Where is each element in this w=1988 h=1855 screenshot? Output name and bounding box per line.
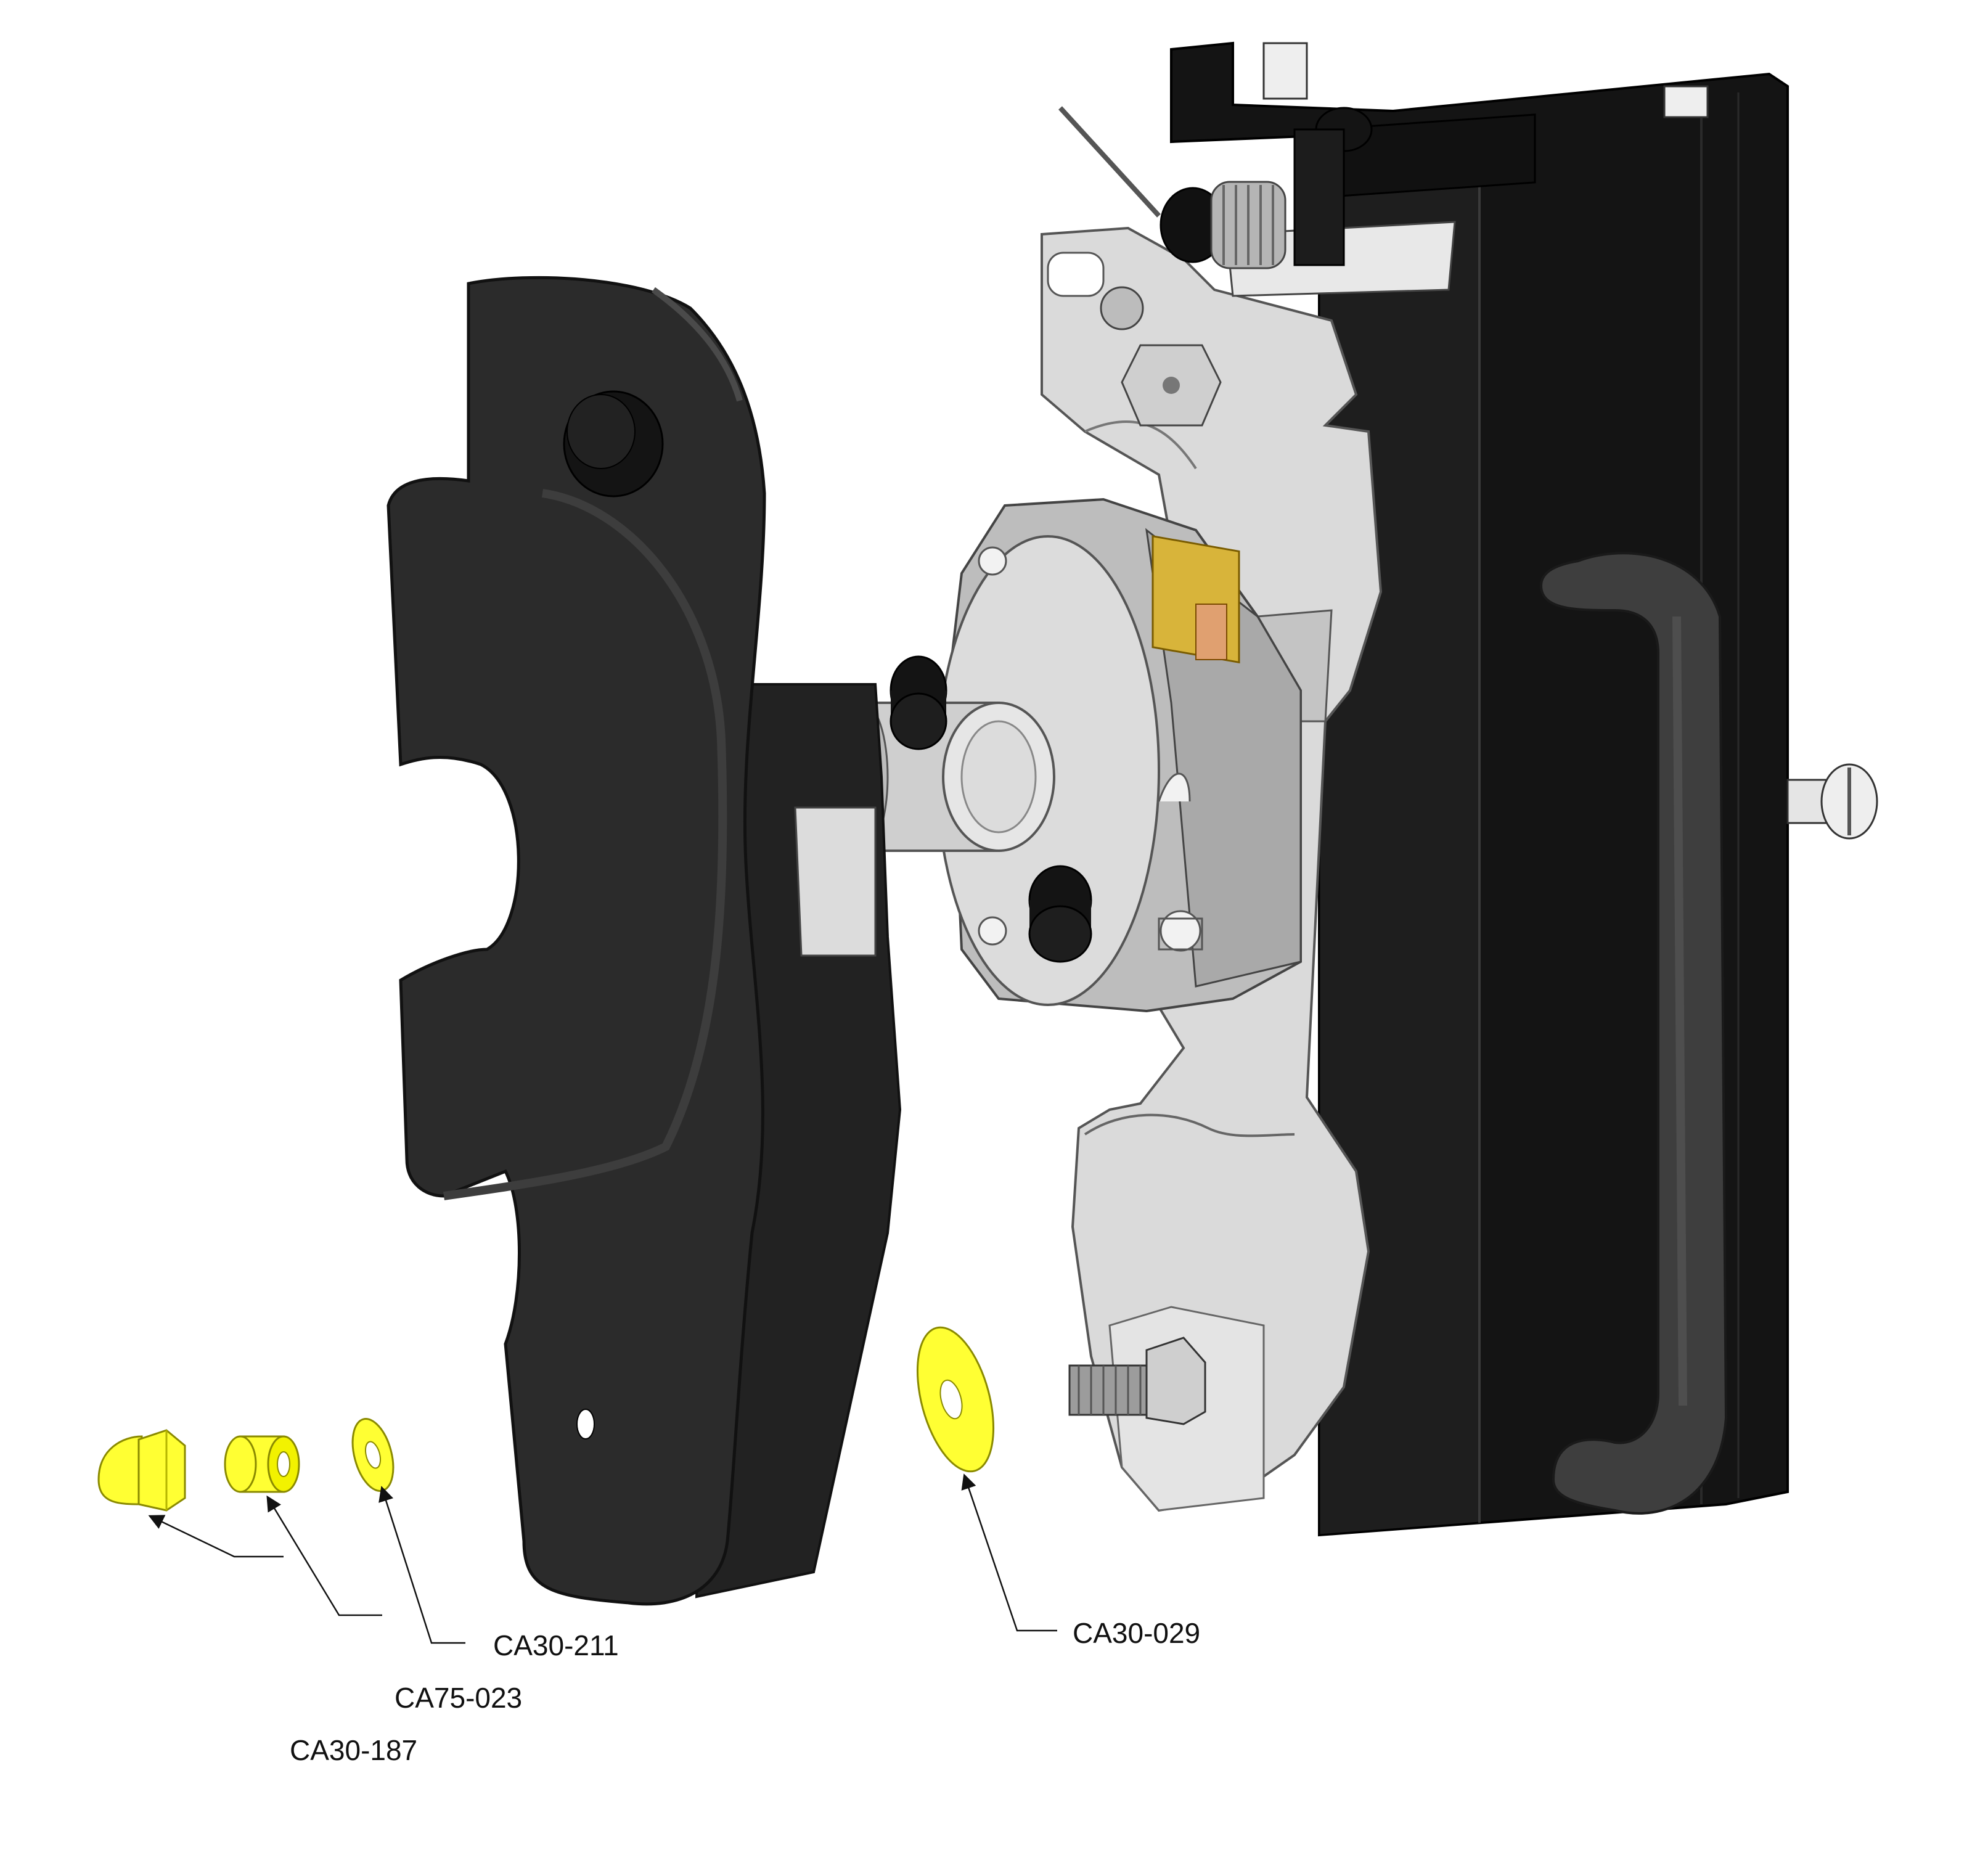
part-label-small-washer: CA30-211 — [493, 1629, 619, 1661]
grip-handle — [1539, 552, 1728, 1515]
acorn-nut-icon — [97, 1429, 186, 1512]
washer-small-icon — [351, 1418, 395, 1492]
leader-lines — [148, 1473, 1057, 1644]
black-lever-handle — [387, 276, 902, 1606]
washer-large-icon — [916, 1326, 995, 1473]
part-label-cover-washer: CA75-023 — [395, 1682, 522, 1714]
side-screw — [1786, 763, 1878, 840]
threaded-stud — [1068, 1337, 1206, 1425]
cam-hub — [936, 498, 1302, 1013]
spring-lever — [1058, 106, 1536, 297]
part-label-large-washer: CA30-029 — [1073, 1617, 1200, 1649]
bumpers — [890, 655, 1092, 963]
spacer-icon — [224, 1435, 300, 1493]
part-label-acorn-nut: CA30-187 — [290, 1734, 417, 1766]
